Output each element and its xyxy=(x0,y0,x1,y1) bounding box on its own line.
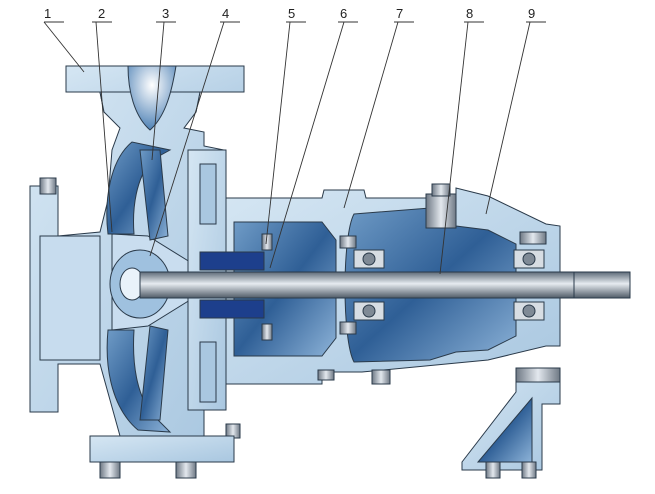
callout-5: 5 xyxy=(265,6,306,245)
callout-9: 9 xyxy=(485,6,546,215)
callout-7: 7 xyxy=(343,6,414,209)
callout-number: 3 xyxy=(162,6,169,21)
callout-number: 4 xyxy=(222,6,229,21)
callout-6: 6 xyxy=(269,6,358,269)
gland-packing xyxy=(199,251,265,319)
callout-1: 1 xyxy=(43,6,85,73)
callout-8: 8 xyxy=(439,6,484,275)
callout-number: 6 xyxy=(340,6,347,21)
callout-number: 8 xyxy=(466,6,473,21)
bearing-frame xyxy=(225,183,561,479)
callout-number: 2 xyxy=(98,6,105,21)
gland-bolts xyxy=(261,231,547,341)
shaft xyxy=(139,271,631,299)
callout-number: 5 xyxy=(288,6,295,21)
base-feet xyxy=(39,177,235,479)
callout-number: 9 xyxy=(528,6,535,21)
callout-3: 3 xyxy=(151,6,176,161)
callout-4: 4 xyxy=(149,6,240,257)
bearings xyxy=(353,249,545,321)
callouts: 1 2 3 4 5 6 7 xyxy=(43,6,546,275)
callout-number: 1 xyxy=(44,6,51,21)
callout-2: 2 xyxy=(92,6,113,233)
callout-number: 7 xyxy=(396,6,403,21)
